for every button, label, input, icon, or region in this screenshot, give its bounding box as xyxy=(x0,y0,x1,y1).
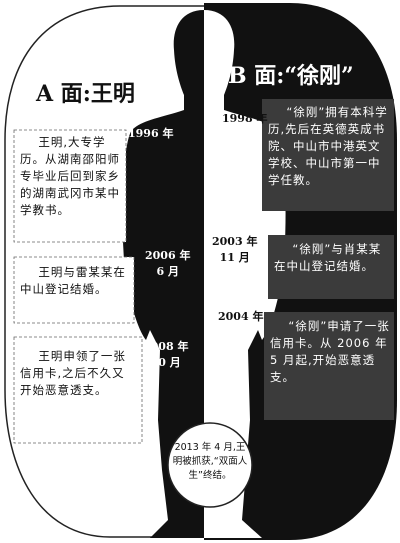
box-a-2-frame xyxy=(13,256,135,324)
final-circle xyxy=(167,422,253,508)
final-note: 2013 年 4 月,王明被抓获,“双面人生”终结。 xyxy=(172,442,248,481)
year-b-3: 2004 年 xyxy=(218,310,264,323)
box-a-1-frame xyxy=(13,129,127,243)
title-a: A 面:王明 xyxy=(36,81,135,107)
box-b-2-frame xyxy=(268,235,394,299)
year-b-2: 2003 年 11 月 xyxy=(212,235,258,264)
event-b-2: “徐刚”与肖某某在中山登记结婚。 xyxy=(274,242,382,273)
year-b-1: 1998 年 xyxy=(222,112,268,125)
year-a-1: 1996 年 xyxy=(128,127,174,140)
year-a-2: 2006 年 6 月 xyxy=(145,249,191,278)
box-b-1-frame xyxy=(262,99,394,211)
event-a-3: 王明申领了一张信用卡,之后不久又开始恶意透支。 xyxy=(20,349,126,397)
title-b: B 面:“徐刚” xyxy=(228,63,354,89)
event-b-3: “徐刚”申请了一张信用卡。从 2006 年 5 月起,开始恶意透支。 xyxy=(270,319,390,384)
event-a-1: 王明,大专学历。从湖南邵阳师专毕业后回到家乡的湖南武冈市某中学教书。 xyxy=(20,135,120,217)
event-a-2: 王明与雷某某在中山登记结婚。 xyxy=(20,265,126,296)
silhouette-left xyxy=(122,10,204,538)
year-a-3: 2008 年 10 月 xyxy=(143,340,189,369)
event-b-1: “徐刚”拥有本科学历,先后在英德英成书院、中山市中港英文学校、中山市第一中学任教… xyxy=(268,105,388,187)
box-b-3-frame xyxy=(264,312,394,420)
box-a-3-frame xyxy=(13,336,143,444)
